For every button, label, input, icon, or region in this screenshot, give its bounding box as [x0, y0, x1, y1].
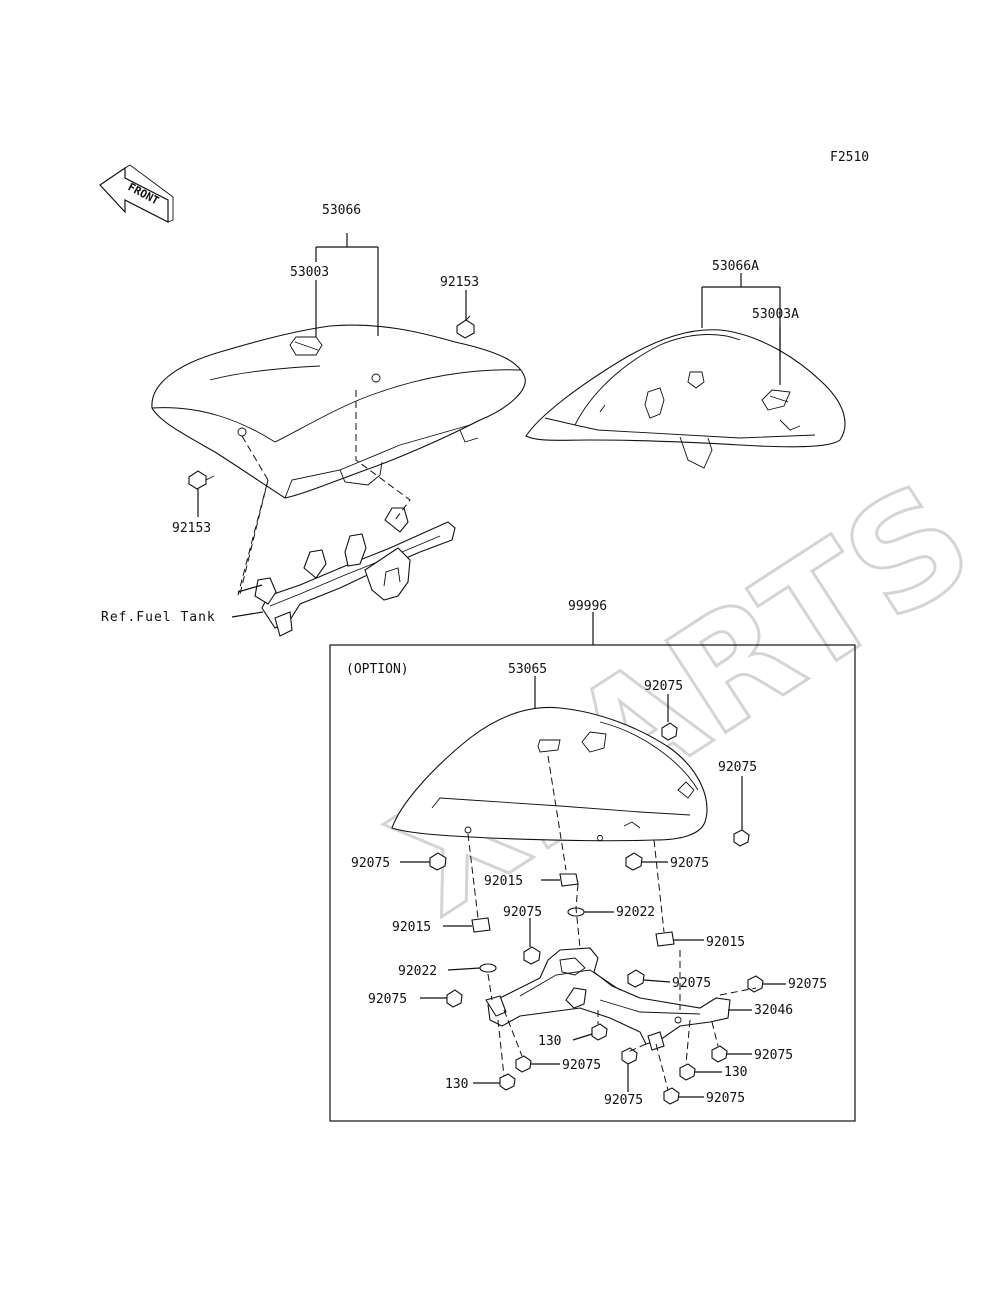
callout-92015-c: 92015 [706, 935, 745, 950]
bolt-icon [661, 722, 678, 741]
nut-icon [471, 917, 491, 933]
nut-icon [559, 873, 579, 887]
callout-130-b: 130 [724, 1065, 747, 1080]
bolt-icon [499, 1073, 516, 1091]
callout-92075-d: 92075 [670, 856, 709, 871]
bolt-icon [747, 975, 764, 993]
callout-92153-top: 92153 [440, 275, 479, 290]
bolt-icon [663, 1087, 680, 1105]
bolt-icon [621, 1047, 638, 1065]
callout-53003A: 53003A [752, 307, 799, 322]
bolt-icon [515, 1055, 532, 1073]
callout-92075-i: 92075 [754, 1048, 793, 1063]
option-box [329, 644, 856, 1122]
callout-92075-g: 92075 [788, 977, 827, 992]
callout-92075-j: 92075 [562, 1058, 601, 1073]
bolt-icon [429, 852, 447, 871]
callout-92075-k: 92075 [604, 1093, 643, 1108]
callout-92075-c: 92075 [351, 856, 390, 871]
callout-92075-b: 92075 [718, 760, 757, 775]
callout-92015-a: 92015 [484, 874, 523, 889]
callout-92075-f: 92075 [672, 976, 711, 991]
callout-53066: 53066 [322, 203, 361, 218]
callout-53003: 53003 [290, 265, 329, 280]
figure-code: F2510 [830, 150, 869, 165]
bolt-icon [446, 989, 463, 1008]
front-seat [151, 324, 526, 499]
callout-92075-l: 92075 [706, 1091, 745, 1106]
callout-99996: 99996 [568, 599, 607, 614]
seat-cowl [391, 706, 708, 842]
front-seat-bracket [254, 507, 456, 637]
washer-icon [479, 963, 497, 973]
bolt-icon [625, 852, 643, 871]
callout-92015-b: 92015 [392, 920, 431, 935]
bolt-icon [523, 946, 541, 965]
ref-fuel-tank: Ref.Fuel Tank [101, 610, 216, 625]
bolt-icon [627, 969, 645, 988]
callout-53066A: 53066A [712, 259, 759, 274]
callout-92075-h: 92075 [368, 992, 407, 1007]
callout-92022-a: 92022 [616, 905, 655, 920]
callout-32046: 32046 [754, 1003, 793, 1018]
bolt-icon [679, 1063, 696, 1081]
callout-92153-left: 92153 [172, 521, 211, 536]
front-arrow-icon: FRONT [99, 164, 174, 223]
callout-92022-b: 92022 [398, 964, 437, 979]
rear-seat [525, 329, 846, 469]
callout-92075-e: 92075 [503, 905, 542, 920]
bolt-icon [733, 829, 750, 847]
callout-53065: 53065 [508, 662, 547, 677]
bolt-icon [591, 1023, 608, 1041]
callout-130-a: 130 [538, 1034, 561, 1049]
bolt-icon [188, 470, 215, 490]
callout-130-c: 130 [445, 1077, 468, 1092]
seat-cowl-bracket [485, 947, 731, 1051]
callout-92075-a: 92075 [644, 679, 683, 694]
bolt-icon [711, 1045, 728, 1063]
nut-icon [655, 931, 675, 947]
watermark: XPARTS [364, 450, 1000, 948]
option-label: (OPTION) [346, 662, 409, 677]
